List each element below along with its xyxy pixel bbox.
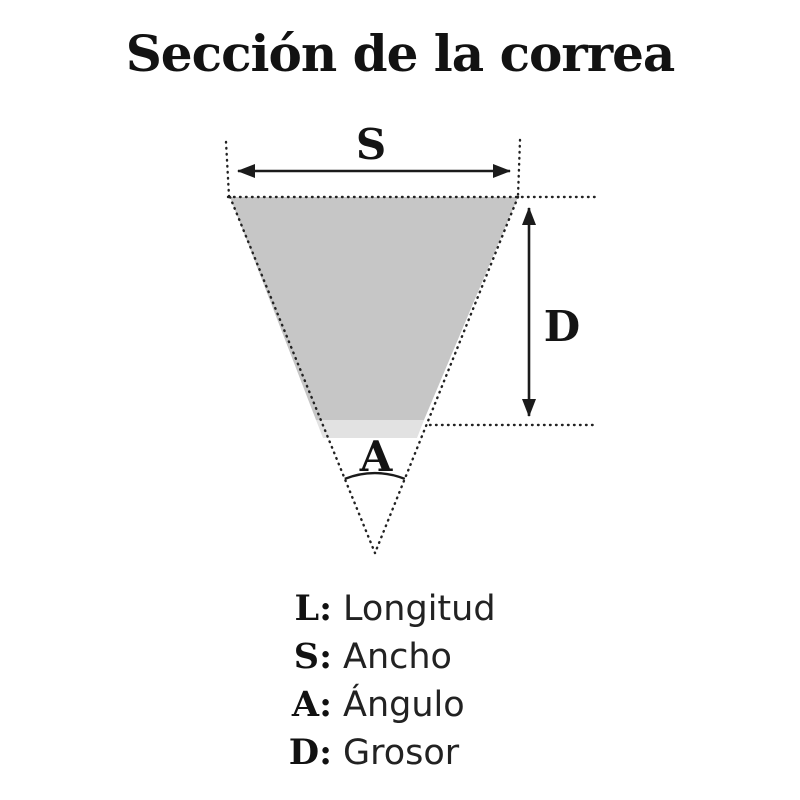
depth-label: D (544, 302, 580, 351)
legend-value: Grosor (343, 733, 460, 773)
legend-value: Longitud (343, 589, 496, 629)
dotted-outline-group (224, 138, 599, 555)
legend-value: Ancho (343, 637, 452, 677)
legend-item-angulo: A: Ángulo (0, 681, 800, 729)
legend-key: A: (291, 684, 332, 725)
width-extension-left-dotted-line (224, 140, 231, 198)
legend-key: L: (294, 588, 332, 629)
belt-right-side-dotted-line (373, 195, 520, 555)
belt-body (230, 197, 518, 420)
belt-base-strip (316, 420, 424, 438)
legend: L: Longitud S: Ancho A: Ángulo D: Grosor (0, 585, 800, 777)
angle-label: A (359, 432, 394, 481)
angle-arc (344, 471, 406, 481)
legend-item-ancho: S: Ancho (0, 633, 800, 681)
legend-value: Ángulo (343, 685, 465, 725)
legend-item-longitud: L: Longitud (0, 585, 800, 633)
belt-left-side-dotted-line (228, 195, 377, 555)
page-title: Sección de la correa (125, 24, 676, 83)
width-label: S (356, 120, 386, 169)
legend-item-grosor: D: Grosor (0, 729, 800, 777)
legend-key: D: (288, 732, 332, 773)
width-extension-right-dotted-line (516, 138, 522, 198)
legend-key: S: (293, 636, 332, 677)
